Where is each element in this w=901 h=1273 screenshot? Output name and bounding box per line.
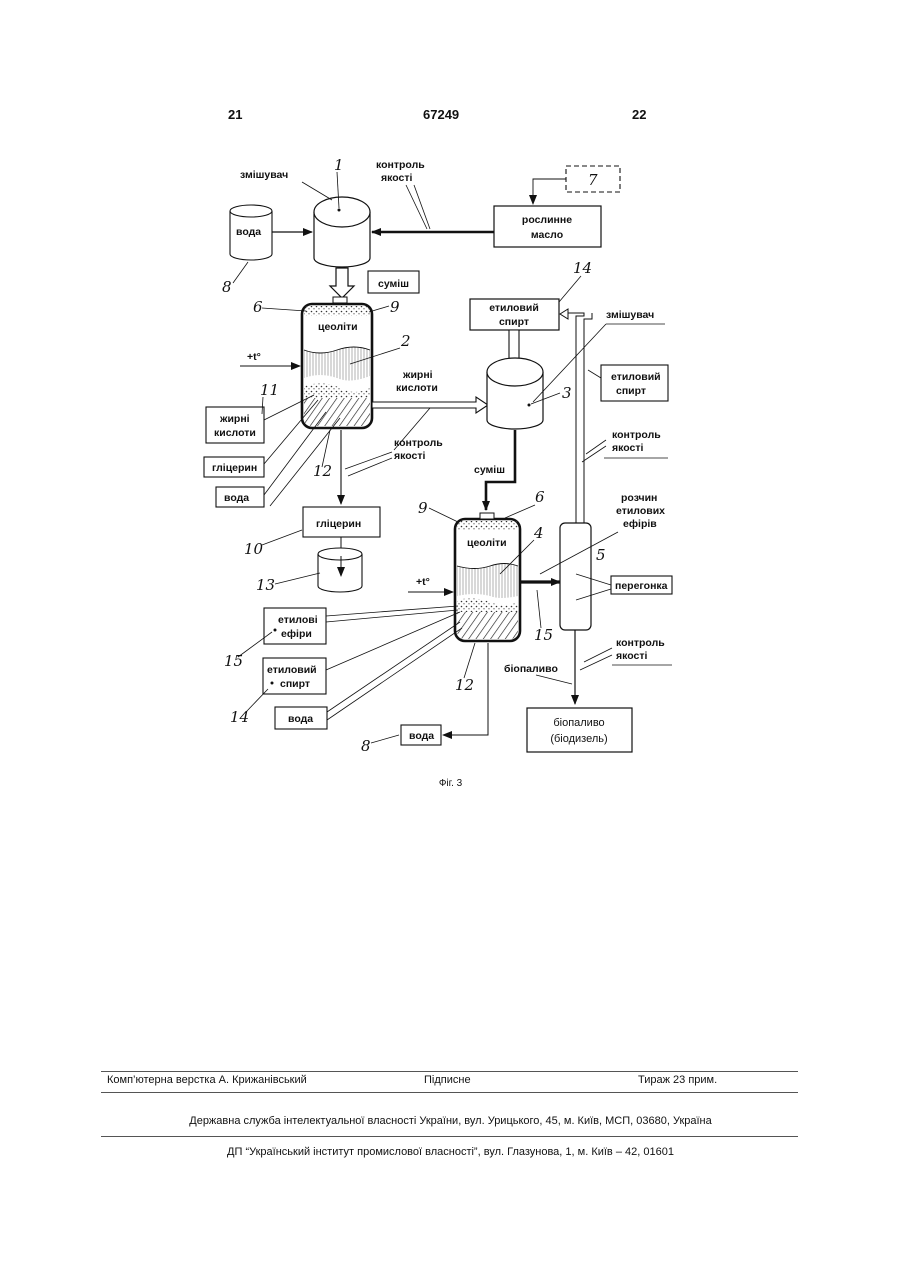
footer-institute: ДП “Український інститут промислової вла… (0, 1146, 901, 1158)
number-9a: 9 (390, 298, 400, 316)
number-4: 4 (533, 524, 544, 542)
glycerin-out-label: гліцерин (316, 518, 361, 530)
mixer-1 (314, 197, 370, 267)
heat-2-label: +t° (247, 351, 261, 363)
number-12b: 12 (455, 676, 474, 694)
biofuel-flow-label: біопаливо (504, 663, 558, 675)
ethyl-alcohol-right-1: етиловий (611, 371, 661, 383)
ethyl-alcohol-bottom-1: етиловий (267, 664, 317, 676)
number-3: 3 (562, 384, 572, 402)
mixer-3 (487, 358, 543, 429)
mixer-1-label: змішувач (240, 169, 288, 181)
number-5: 5 (596, 546, 606, 564)
quality-control-right-2: якості (612, 442, 644, 454)
number-8b: 8 (361, 737, 371, 755)
fatty-acids-flow-2: кислоти (396, 382, 438, 394)
biofuel-box-1: біопаливо (553, 717, 604, 729)
number-13: 13 (256, 576, 275, 594)
quality-control-mid-1: контроль (394, 437, 443, 449)
water-out-label: вода (409, 730, 434, 742)
footer-layout: Комп’ютерна верстка А. Крижанівський (107, 1074, 307, 1086)
footer-divider-3 (101, 1136, 798, 1137)
ester-solution-2: етилових (616, 505, 665, 517)
water-bottom-side-label: вода (288, 713, 313, 725)
footer-divider-1 (101, 1071, 798, 1072)
number-10: 10 (244, 540, 264, 558)
number-11: 11 (260, 381, 279, 399)
number-6a: 6 (253, 298, 263, 316)
number-8a: 8 (222, 278, 232, 296)
process-diagram: змішувач 1 вода 8 рослинне масло 7 контр… (0, 0, 901, 800)
zeolites-4-label: цеоліти (467, 537, 507, 549)
quality-control-right-1: контроль (612, 429, 661, 441)
footer-divider-2 (101, 1092, 798, 1093)
number-6b: 6 (535, 488, 545, 506)
ethyl-esters-2: ефіри (281, 628, 312, 640)
number-9b: 9 (418, 499, 428, 517)
distillation-label: перегонка (615, 580, 668, 592)
number-15b: 15 (534, 626, 553, 644)
figure-caption: Фіг. 3 (0, 778, 901, 789)
quality-control-top-1: контроль (376, 159, 425, 171)
mixer-3-label: змішувач (606, 309, 654, 321)
number-14b: 14 (230, 708, 249, 726)
footer-service: Державна служба інтелектуальної власност… (0, 1115, 901, 1127)
ethyl-alcohol-top-2: спирт (499, 316, 529, 328)
mixture-1-label: суміш (378, 278, 409, 290)
quality-control-bottom-1: контроль (616, 637, 665, 649)
quality-control-top-2: якості (381, 172, 413, 184)
glycerin-tank (318, 548, 362, 592)
unit-7-label: 7 (588, 171, 598, 189)
fatty-acids-box-2: кислоти (214, 427, 256, 439)
fatty-acids-flow-1: жирні (402, 369, 433, 381)
footer-signed: Підписне (424, 1074, 471, 1086)
number-2: 2 (400, 332, 411, 350)
fatty-acids-box-1: жирні (219, 413, 250, 425)
distillation-column-5 (560, 523, 591, 630)
reactor-2 (302, 297, 372, 428)
quality-control-mid-2: якості (394, 450, 426, 462)
glycerin-side-label: гліцерин (212, 462, 257, 474)
water-side-label: вода (224, 492, 249, 504)
vegetable-oil-label-2: масло (531, 229, 563, 241)
ester-solution-3: ефірів (623, 518, 657, 530)
ethyl-alcohol-right-2: спирт (616, 385, 646, 397)
biofuel-box-2: (біодизель) (550, 733, 607, 745)
number-14a: 14 (573, 259, 592, 277)
number-1: 1 (334, 156, 344, 174)
zeolites-2-label: цеоліти (318, 321, 358, 333)
ester-solution-1: розчин (621, 492, 657, 504)
quality-control-bottom-2: якості (616, 650, 648, 662)
reactor-4 (455, 513, 520, 641)
footer-circulation: Тираж 23 прим. (638, 1074, 717, 1086)
ethyl-alcohol-top-1: етиловий (489, 302, 539, 314)
ethyl-alcohol-bottom-2: спирт (280, 678, 310, 690)
biofuel-box (527, 708, 632, 752)
heat-4-label: +t° (416, 576, 430, 588)
number-15a: 15 (224, 652, 243, 670)
water-tank-label: вода (236, 226, 261, 238)
vegetable-oil-label-1: рослинне (522, 214, 572, 226)
mixture-3-label: суміш (474, 464, 505, 476)
ethyl-esters-1: етилові (278, 614, 318, 626)
